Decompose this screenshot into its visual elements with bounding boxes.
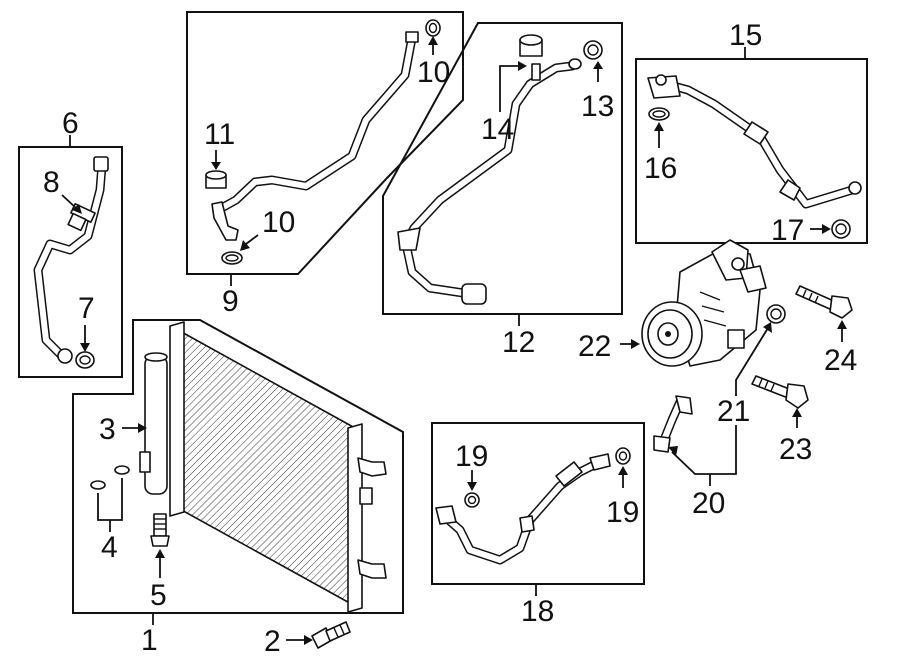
- callout-5: 5: [150, 579, 167, 612]
- o-ring-7: [75, 351, 95, 369]
- compressor-lower-ear: [727, 329, 745, 349]
- callout-14: 14: [481, 113, 514, 146]
- condenser-mount: [359, 487, 373, 505]
- callout-10-top: 10: [417, 56, 450, 89]
- o-ring-13: [583, 40, 603, 60]
- drier-bracket: [139, 451, 151, 473]
- suction-line-group: [382, 22, 623, 326]
- hose-18-fitting-left: [435, 505, 457, 525]
- discharge-line-group: [635, 47, 868, 244]
- liquid-line-tube: [213, 33, 417, 215]
- o-ring-19-right: [615, 447, 631, 465]
- bolt-5: [150, 513, 170, 547]
- suction-line-port: [568, 58, 582, 70]
- hose-crimp-1: [743, 121, 769, 145]
- suction-line-valve: [531, 63, 541, 81]
- discharge-line-frame: [635, 58, 868, 244]
- o-ring-16: [648, 107, 670, 121]
- callout-22: 22: [578, 330, 611, 363]
- callout-13: 13: [581, 90, 614, 123]
- discharge-end: [848, 181, 862, 195]
- hose-crimp-2: [779, 179, 801, 201]
- receiver-drier: [144, 355, 168, 495]
- hose-18-group: [431, 422, 645, 596]
- harness-frame: [18, 146, 123, 378]
- plug-4a: [90, 480, 106, 490]
- callout-17: 17: [771, 214, 804, 247]
- suction-line-muffler: [397, 227, 421, 251]
- hose-18-fitting-right: [589, 453, 611, 471]
- suction-line-block: [461, 283, 487, 305]
- liquid-line-frame: [186, 11, 464, 275]
- callout-20: 20: [692, 487, 725, 520]
- o-ring-21: [766, 304, 786, 324]
- condenser-side-tank: [169, 321, 185, 517]
- callout-21: 21: [717, 395, 750, 428]
- hose-18-crimp: [555, 461, 583, 487]
- suction-line-tube: [401, 61, 577, 299]
- receiver-drier-cap: [144, 352, 168, 362]
- callout-7: 7: [78, 292, 95, 325]
- compressor-22: [620, 239, 767, 367]
- bolt-24: [795, 285, 853, 342]
- callout-23: 23: [779, 433, 812, 466]
- hose-18-frame: [431, 422, 645, 585]
- harness-group: [18, 135, 123, 378]
- pipe-20: [653, 395, 737, 486]
- plug-4b: [114, 465, 130, 475]
- liquid-line-group: [186, 11, 464, 286]
- bolt-23: [751, 375, 809, 428]
- condenser-group: [72, 319, 404, 625]
- o-ring-10-bottom: [221, 251, 243, 265]
- callout-4: 4: [101, 531, 118, 564]
- harness-fitting-top: [93, 156, 109, 172]
- callout-16: 16: [644, 152, 677, 185]
- callout-11: 11: [204, 118, 235, 151]
- callout-1: 1: [141, 624, 158, 657]
- o-ring-19-left: [464, 492, 480, 508]
- liquid-line-fitting: [405, 31, 419, 43]
- callout-3: 3: [99, 413, 116, 446]
- condenser-bracket-upper: [357, 457, 387, 477]
- callout-9: 9: [222, 285, 239, 318]
- harness-fitting-bottom: [57, 348, 73, 364]
- condenser-bracket-lower: [357, 559, 387, 579]
- bolt-2: [286, 621, 351, 649]
- callout-10-bottom: 10: [262, 206, 295, 239]
- o-ring-17: [831, 219, 851, 239]
- leader-21: [735, 327, 769, 396]
- condenser-core: [177, 328, 356, 608]
- callout-19-right: 19: [606, 496, 639, 529]
- suction-line-frame: [382, 22, 623, 315]
- callout-24: 24: [824, 344, 857, 377]
- liquid-line-block: [211, 201, 239, 241]
- callout-15: 15: [729, 19, 762, 52]
- callout-6: 6: [62, 107, 79, 140]
- o-ring-10-top: [425, 19, 441, 37]
- callout-2: 2: [264, 625, 281, 658]
- callout-8: 8: [43, 166, 60, 199]
- condenser-right-tank: [347, 423, 363, 613]
- callout-12: 12: [502, 326, 535, 359]
- callout-18: 18: [521, 595, 554, 628]
- callout-labels: 1 2 3 4 5 6 7 8 9 10 10 11 12 13 14 15 1…: [43, 19, 857, 658]
- condenser-frame: [72, 319, 404, 614]
- callout-19-left: 19: [455, 440, 488, 473]
